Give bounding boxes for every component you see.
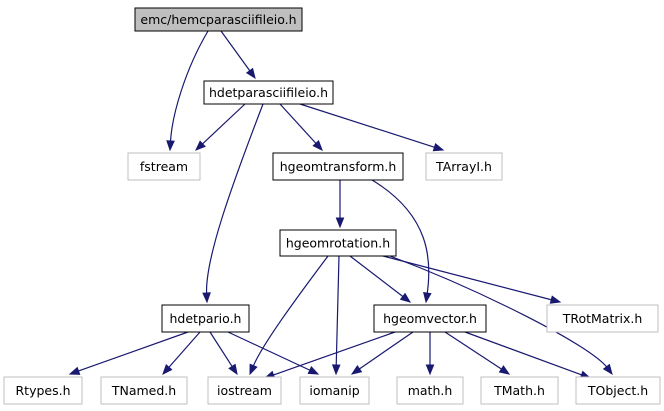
edge-hgeomrotation-to-iomanip [335, 255, 340, 367]
edge-hgeomtransform-to-hgeomvector [371, 179, 430, 295]
node-box-hgeomrotation [279, 229, 397, 257]
edge-hgeomrotation-to-tobject [389, 255, 608, 368]
node-label-hgeomrotation: hgeomrotation.h [286, 236, 390, 251]
arrowhead-hgeomrotation-to-tobject [602, 363, 613, 376]
node-math: math.h [396, 376, 464, 405]
node-tmath: TMath.h [480, 376, 559, 405]
edge-hdetparasciifileio-to-fstream [201, 103, 246, 145]
edge-hgeomvector-to-tmath [444, 331, 503, 371]
edge-hdetparasciifileio-to-hdetpario [206, 103, 264, 295]
node-box-math [396, 376, 464, 405]
arrowhead-hgeomrotation-to-trotmatrix [549, 295, 562, 304]
node-rtypes: Rtypes.h [3, 376, 83, 405]
node-box-tmath [480, 376, 559, 405]
node-label-fstream: fstream [140, 159, 188, 174]
arrowhead-hdetpario-to-iostream [228, 363, 238, 376]
node-label-iomanip: iomanip [309, 383, 359, 398]
node-box-rtypes [3, 376, 83, 405]
arrowhead-hgeomtransform-to-hgeomrotation [335, 217, 345, 229]
node-box-hgeomtransform [272, 152, 404, 181]
node-tarrayi: TArrayI.h [425, 152, 503, 181]
arrowhead-hgeomvector-to-math [425, 364, 435, 376]
node-hgeomvector[interactable]: hgeomvector.h [373, 304, 487, 333]
arrowhead-hgeomtransform-to-hgeomvector [423, 291, 432, 304]
node-box-tnamed [100, 376, 188, 405]
node-label-trotmatrix: TRotMatrix.h [562, 311, 643, 326]
arrowhead-hdetparasciifileio-to-hgeomtransform [312, 140, 323, 151]
node-label-hdetparasciifileio: hdetparasciifileio.h [209, 85, 328, 100]
node-label-tmath: TMath.h [493, 383, 545, 398]
edge-hdetpario-to-rtypes [77, 331, 189, 372]
arrowhead-hdetparasciifileio-to-hdetpario [202, 292, 211, 304]
arrowhead-hgeomrotation-to-iostream [249, 363, 258, 376]
edge-hgeomrotation-to-hgeomvector [349, 255, 405, 298]
node-label-tarrayi: TArrayI.h [435, 159, 492, 174]
node-label-rtypes: Rtypes.h [15, 383, 70, 398]
edge-hdetparasciifileio-to-hgeomtransform [279, 103, 318, 145]
node-label-tnamed: TNamed.h [111, 383, 176, 398]
arrowhead-hdetpario-to-tnamed [162, 364, 173, 376]
edge-root-to-hdetparasciifileio [220, 30, 251, 72]
node-tobject: TObject.h [575, 376, 661, 405]
arrowhead-hdetpario-to-iomanip [307, 366, 320, 375]
node-box-root [134, 7, 303, 32]
edge-root-to-fstream [169, 30, 209, 143]
node-hdetpario[interactable]: hdetpario.h [161, 304, 250, 333]
node-label-hgeomtransform: hgeomtransform.h [280, 159, 397, 174]
node-hgeomtransform[interactable]: hgeomtransform.h [272, 152, 404, 181]
arrowhead-hgeomrotation-to-hgeomvector [399, 292, 412, 303]
node-trotmatrix: TRotMatrix.h [546, 304, 659, 333]
node-hdetparasciifileio[interactable]: hdetparasciifileio.h [203, 80, 334, 105]
node-label-hgeomvector: hgeomvector.h [383, 311, 477, 326]
node-box-iomanip [299, 376, 370, 405]
node-box-trotmatrix [546, 304, 659, 333]
node-iostream: iostream [207, 376, 282, 405]
node-tnamed: TNamed.h [100, 376, 188, 405]
arrowhead-hdetparasciifileio-to-fstream [195, 140, 206, 151]
arrowhead-hgeomvector-to-tmath [498, 365, 511, 375]
edge-hgeomvector-to-tobject [464, 331, 583, 376]
node-label-iostream: iostream [217, 383, 272, 398]
node-box-iostream [207, 376, 282, 405]
node-hgeomrotation[interactable]: hgeomrotation.h [279, 229, 397, 257]
edge-hgeomrotation-to-iostream [252, 255, 329, 367]
node-fstream: fstream [127, 152, 201, 181]
node-box-hdetparasciifileio [203, 80, 334, 105]
node-box-tobject [575, 376, 661, 405]
arrowhead-hdetparasciifileio-to-tarrayi [432, 142, 445, 152]
node-label-hdetpario: hdetpario.h [170, 311, 242, 326]
edge-hdetpario-to-iomanip [227, 331, 312, 372]
edges-layer [68, 30, 613, 379]
edge-hgeomvector-to-iomanip [358, 331, 414, 370]
node-root: emc/hemcparasciifileio.h [134, 7, 303, 32]
node-iomanip: iomanip [299, 376, 370, 405]
node-label-tobject: TObject.h [587, 383, 648, 398]
arrowhead-hgeomvector-to-iomanip [350, 365, 363, 375]
node-box-hdetpario [161, 304, 250, 333]
node-box-tarrayi [425, 152, 503, 181]
node-label-math: math.h [408, 383, 453, 398]
node-box-fstream [127, 152, 201, 181]
edge-hgeomrotation-to-trotmatrix [382, 255, 553, 301]
node-label-root: emc/hemcparasciifileio.h [140, 12, 296, 27]
edge-hgeomvector-to-iostream [272, 331, 396, 376]
edge-hdetpario-to-iostream [209, 331, 234, 368]
arrowhead-hgeomrotation-to-iomanip [331, 364, 341, 376]
edge-hdetpario-to-tnamed [167, 331, 201, 369]
arrowhead-root-to-fstream [166, 140, 175, 152]
arrowhead-hdetpario-to-rtypes [68, 366, 81, 375]
arrowhead-root-to-hdetparasciifileio [245, 67, 256, 80]
edge-hdetparasciifileio-to-tarrayi [299, 103, 436, 149]
nodes-layer: emc/hemcparasciifileio.h hdetparasciifile… [3, 7, 661, 405]
node-box-hgeomvector [373, 304, 487, 333]
